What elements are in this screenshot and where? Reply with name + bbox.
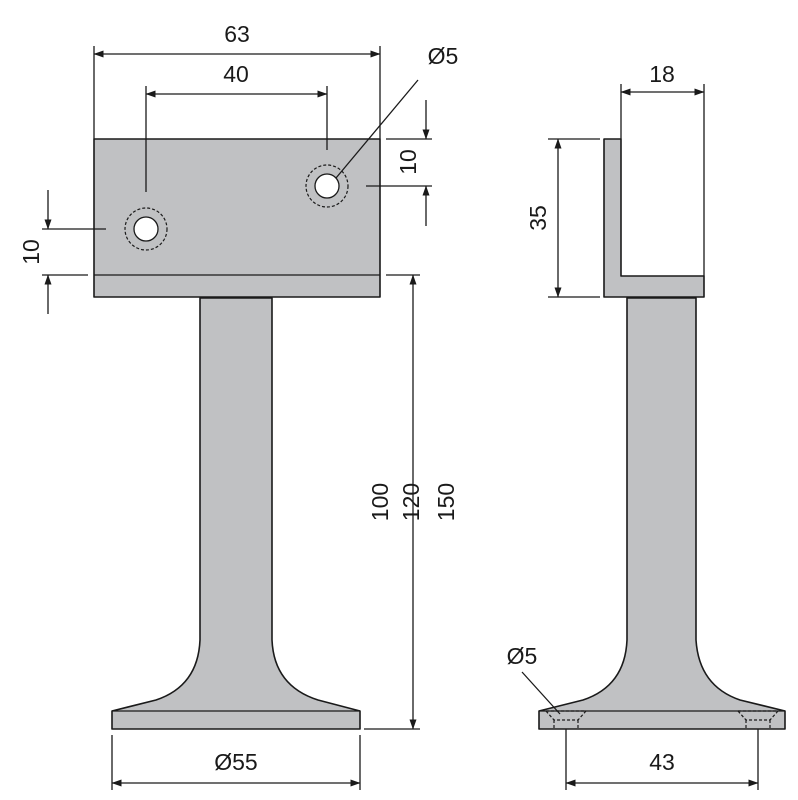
side-hole-right xyxy=(736,710,780,729)
dim-d5-side-label: Ø5 xyxy=(507,643,538,669)
dim-10-right-label: 10 xyxy=(395,149,421,175)
dim-63-label: 63 xyxy=(224,21,250,47)
dim-flange-height: 35 xyxy=(525,138,600,298)
dim-35-label: 35 xyxy=(525,205,551,231)
dim-flange-depth: 18 xyxy=(620,61,705,276)
front-hole-right xyxy=(305,164,349,208)
dim-hole-diameter-front: Ø5 xyxy=(335,43,459,179)
dim-base-diameter: Ø55 xyxy=(111,735,361,790)
dim-width-overall: 63 xyxy=(93,21,381,139)
front-mounting-plate xyxy=(93,138,381,298)
dim-d5-front-label: Ø5 xyxy=(428,43,459,69)
dim-10-left-label: 10 xyxy=(18,239,44,265)
dim-hole-diameter-side: Ø5 xyxy=(507,643,561,715)
dim-150-label: 150 xyxy=(433,483,459,521)
front-post xyxy=(111,297,361,730)
dim-hole-spacing: 40 xyxy=(145,61,328,192)
side-view: 18 35 Ø5 43 xyxy=(507,61,786,790)
dim-43-label: 43 xyxy=(649,749,675,775)
dim-hole-offset-left: 10 xyxy=(18,190,106,314)
side-post xyxy=(538,297,786,730)
front-view: 63 40 Ø5 10 10 xyxy=(18,21,459,790)
dim-hole-offset-right: 10 xyxy=(366,100,432,226)
front-hole-left xyxy=(124,207,168,251)
dim-heights: 100 120 150 xyxy=(364,274,459,730)
dim-base-width: 43 xyxy=(565,729,759,790)
side-hole-left xyxy=(544,710,588,729)
dim-18-label: 18 xyxy=(649,61,675,87)
dim-120-label: 120 xyxy=(398,483,424,521)
side-l-bracket xyxy=(603,138,705,298)
dim-d55-label: Ø55 xyxy=(214,749,257,775)
dim-100-label: 100 xyxy=(367,483,393,521)
dim-40-label: 40 xyxy=(223,61,249,87)
